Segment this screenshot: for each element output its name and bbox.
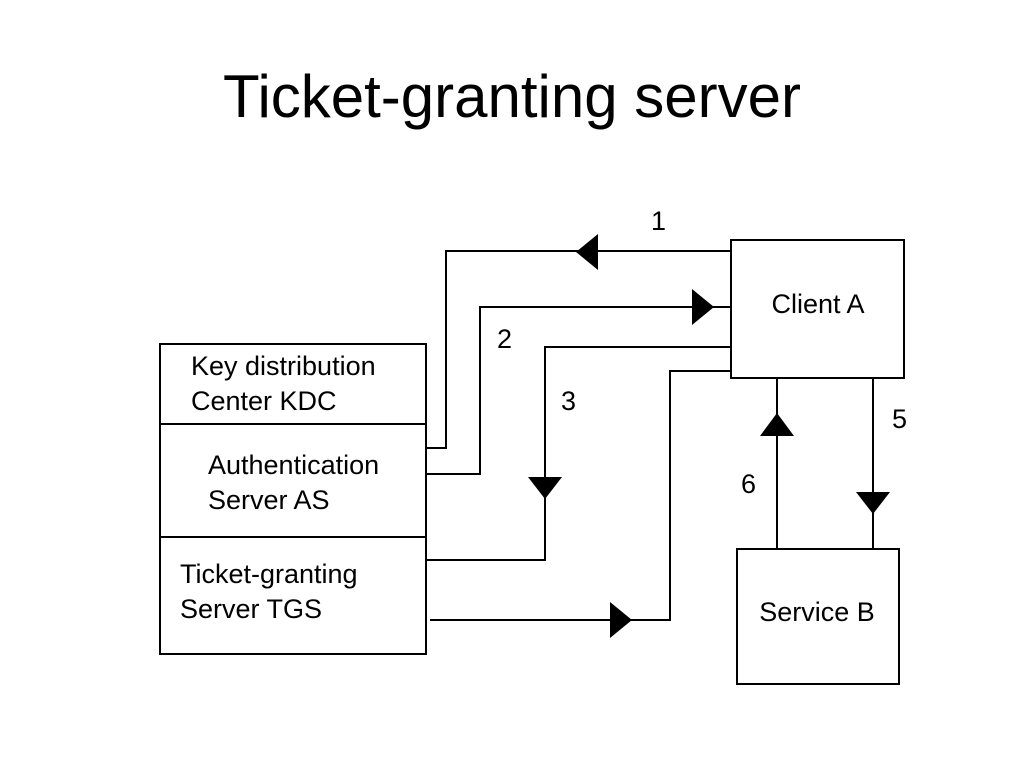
arrow-right-icon [692, 289, 714, 325]
client-a-label: Client A [771, 289, 864, 319]
step-label-1: 1 [651, 206, 666, 236]
tgs-label-line-1: Ticket-granting [180, 559, 358, 589]
kdc-outline [159, 343, 427, 655]
service-b-box [736, 548, 900, 685]
step-label-6: 6 [741, 469, 756, 499]
as-label-line-1: Authentication [208, 450, 379, 480]
kdc-header-line-2: Center KDC [191, 386, 337, 416]
service-b-label: Service B [759, 597, 875, 627]
arrow-right-icon [610, 602, 632, 638]
arrow-up-icon [760, 413, 794, 436]
tgs-label-line-2: Server TGS [180, 594, 322, 624]
connector-step-1 [426, 250, 731, 449]
client-a-box [730, 239, 905, 379]
arrow-down-icon [856, 492, 890, 514]
arrow-down-icon [528, 477, 562, 499]
connector-step-3 [426, 346, 731, 561]
arrow-left-icon [576, 234, 598, 270]
connector-step-4 [430, 370, 731, 621]
as-label-line-2: Server AS [208, 485, 330, 515]
kdc-box [159, 343, 427, 655]
connector-step-2 [426, 306, 731, 475]
step-label-3: 3 [561, 386, 576, 416]
page-title: Ticket-granting server [223, 63, 801, 130]
step-label-5: 5 [892, 404, 907, 434]
kdc-header-line-1: Key distribution [191, 351, 376, 381]
step-label-2: 2 [497, 324, 512, 354]
